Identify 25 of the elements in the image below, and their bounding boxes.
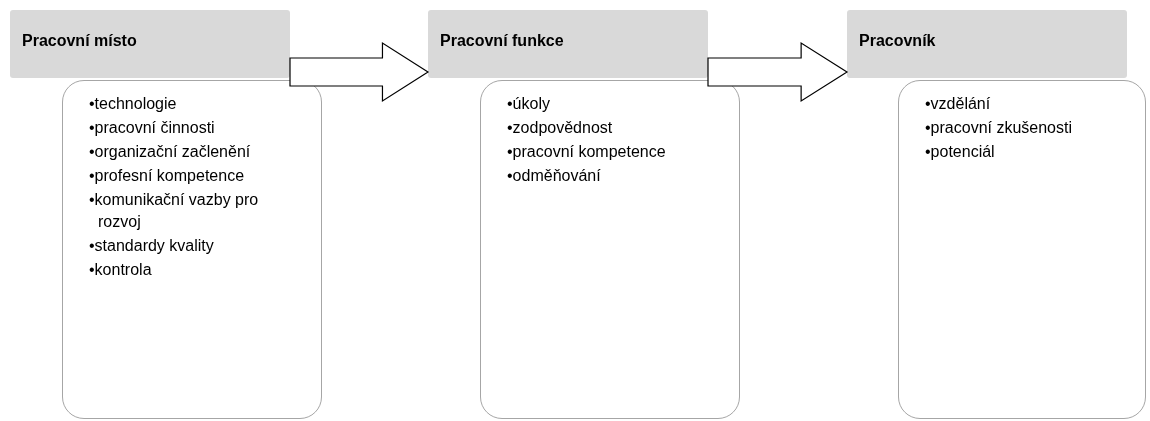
list-item: •technologie xyxy=(89,94,178,114)
header-text: Pracovník xyxy=(859,32,936,49)
list-item: •pracovní činnosti xyxy=(89,118,216,138)
block-arrow xyxy=(289,41,430,103)
list-item: •organizační začlenění xyxy=(89,142,252,162)
list-item: •komunikační vazby pro rozvoj xyxy=(89,190,260,232)
list-item: •vzdělání xyxy=(925,94,992,114)
list-card xyxy=(898,80,1146,419)
list-item: •standardy kvality xyxy=(89,236,215,256)
list-item: •pracovní zkušenosti xyxy=(925,118,1073,138)
list-card xyxy=(480,80,740,419)
list-item: •pracovní kompetence xyxy=(507,142,667,162)
list-card xyxy=(62,80,322,419)
header-text: Pracovní místo xyxy=(22,32,137,49)
header-box xyxy=(10,10,290,78)
header-box xyxy=(428,10,708,78)
list-item: •kontrola xyxy=(89,260,153,280)
list-item: •potenciál xyxy=(925,142,996,162)
list-item: •odměňování xyxy=(507,166,602,186)
block-arrow xyxy=(707,41,849,103)
list-item: •profesní kompetence xyxy=(89,166,246,186)
header-box xyxy=(847,10,1127,78)
list-item: •úkoly xyxy=(507,94,551,114)
list-item: •zodpovědnost xyxy=(507,118,614,138)
header-text: Pracovní funkce xyxy=(440,32,564,49)
